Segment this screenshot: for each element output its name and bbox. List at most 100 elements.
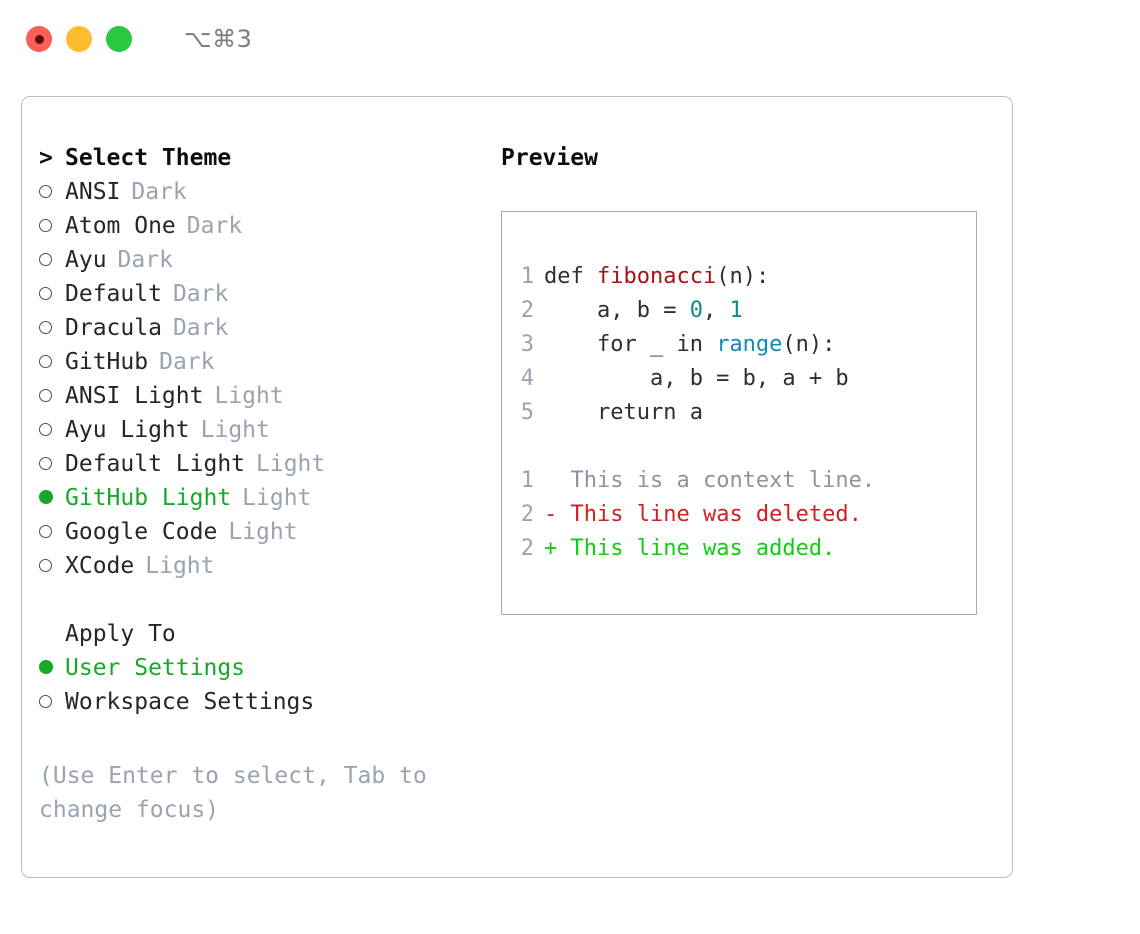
theme-item-label: Default xyxy=(65,281,162,307)
radio-unselected-icon[interactable] xyxy=(39,379,65,413)
theme-item-label: Ayu xyxy=(65,247,107,273)
code-token: 1 xyxy=(729,298,743,323)
theme-item-tag: Dark xyxy=(131,179,187,205)
radio-unselected-icon[interactable] xyxy=(39,311,65,345)
diff-line-sign xyxy=(544,464,571,498)
code-token: for _ in xyxy=(544,332,717,357)
theme-item-label: ANSI Light xyxy=(65,383,204,409)
theme-item-tag: Dark xyxy=(159,349,215,375)
code-line: 4 a, b = b, a + b xyxy=(502,362,976,396)
theme-item[interactable]: ANSI Light Light xyxy=(39,379,489,413)
theme-item-label: Google Code xyxy=(65,519,218,545)
theme-item-tag: Dark xyxy=(186,213,243,239)
theme-item[interactable]: Default Light Light xyxy=(39,447,489,481)
radio-unselected-icon[interactable] xyxy=(39,413,65,447)
radio-selected-icon[interactable] xyxy=(39,481,65,515)
code-line-number: 3 xyxy=(520,332,534,357)
code-line-text: for _ in range(n): xyxy=(544,328,835,362)
radio-unselected-icon[interactable] xyxy=(39,345,65,379)
theme-item-label: GitHub xyxy=(65,349,149,375)
minimize-dot-icon[interactable] xyxy=(66,26,92,52)
diff-line-sign: + xyxy=(544,536,571,561)
code-token: (n): xyxy=(716,264,770,289)
title-bar: ⌥⌘3 xyxy=(0,0,1140,78)
code-line-number: 1 xyxy=(520,264,534,289)
theme-item-tag: Light xyxy=(214,383,284,409)
apply-to-title: Apply To xyxy=(65,621,176,647)
close-dot-icon[interactable] xyxy=(26,26,52,52)
diff-line: 2- This line was deleted. xyxy=(502,498,976,532)
code-token: range xyxy=(716,332,783,357)
window-controls xyxy=(26,26,132,52)
code-line-number: 2 xyxy=(520,298,534,323)
theme-item-tag: Light xyxy=(145,553,215,579)
theme-item[interactable]: Ayu Light Light xyxy=(39,413,489,447)
code-line-text: a, b = b, a + b xyxy=(544,362,849,396)
code-line-number: 5 xyxy=(520,400,534,425)
keyboard-hint: (Use Enter to select, Tab to change focu… xyxy=(39,763,427,823)
theme-item-label: Dracula xyxy=(65,315,162,341)
radio-unselected-icon[interactable] xyxy=(39,549,65,583)
theme-item-tag: Dark xyxy=(172,281,229,307)
apply-to-item[interactable]: Workspace Settings xyxy=(39,685,489,719)
theme-item-tag: Dark xyxy=(117,247,173,273)
theme-item-tag: Light xyxy=(228,519,298,545)
theme-item[interactable]: Google Code Light xyxy=(39,515,489,549)
apply-to-item-label: User Settings xyxy=(65,655,246,681)
theme-item-tag: Light xyxy=(256,451,326,477)
code-line-text: def fibonacci(n): xyxy=(544,260,769,294)
radio-unselected-icon[interactable] xyxy=(39,447,65,481)
theme-item[interactable]: ANSI Dark xyxy=(39,175,489,209)
diff-line: 2 + This line was added. xyxy=(502,532,976,566)
diff-line-sign: - xyxy=(544,502,571,527)
code-line: 1 def fibonacci(n): xyxy=(502,260,976,294)
code-token: , xyxy=(702,298,730,323)
code-line: 3 for _ in range(n): xyxy=(502,328,976,362)
theme-item[interactable]: Dracula Dark xyxy=(39,311,489,345)
diff-line-text: This line was deleted. xyxy=(570,502,862,527)
radio-unselected-icon[interactable] xyxy=(39,175,65,209)
code-diff-spacer xyxy=(502,430,976,464)
code-line: 2 a, b = 0, 1 xyxy=(502,294,976,328)
radio-unselected-icon[interactable] xyxy=(39,209,65,243)
theme-item[interactable]: Ayu Dark xyxy=(39,243,489,277)
theme-item-tag: Light xyxy=(200,417,270,443)
diff-sample: 1 This is a context line.2- This line wa… xyxy=(502,464,976,566)
radio-selected-icon[interactable] xyxy=(39,651,65,685)
code-token: def xyxy=(544,264,597,289)
diff-line-number: 2 xyxy=(520,536,534,561)
code-token: return a xyxy=(544,400,703,425)
maximize-dot-icon[interactable] xyxy=(106,26,132,52)
code-token: (n): xyxy=(782,332,836,357)
code-token: a, b = b, a + b xyxy=(544,366,849,391)
apply-to-header-row: Apply To xyxy=(39,617,489,651)
theme-item[interactable]: GitHub Dark xyxy=(39,345,489,379)
diff-line-text: This line was added. xyxy=(570,536,836,561)
theme-picker-title: Select Theme xyxy=(65,145,232,171)
code-line-number: 4 xyxy=(520,366,534,391)
diff-line-number: 1 xyxy=(520,468,534,493)
theme-item-label: Ayu Light xyxy=(65,417,190,443)
radio-unselected-icon[interactable] xyxy=(39,685,65,719)
radio-unselected-icon[interactable] xyxy=(39,277,65,311)
preview-title: Preview xyxy=(501,145,598,171)
theme-picker-header: > Select Theme xyxy=(39,141,489,175)
theme-item-label: GitHub Light xyxy=(65,485,232,511)
theme-item-tag: Dark xyxy=(172,315,229,341)
radio-unselected-icon[interactable] xyxy=(39,515,65,549)
apply-to-item[interactable]: User Settings xyxy=(39,651,489,685)
theme-item-label: Default Light xyxy=(65,451,246,477)
theme-item[interactable]: Default Dark xyxy=(39,277,489,311)
radio-unselected-icon[interactable] xyxy=(39,243,65,277)
code-token: fibonacci xyxy=(596,264,717,289)
theme-item-label: ANSI xyxy=(65,179,121,205)
